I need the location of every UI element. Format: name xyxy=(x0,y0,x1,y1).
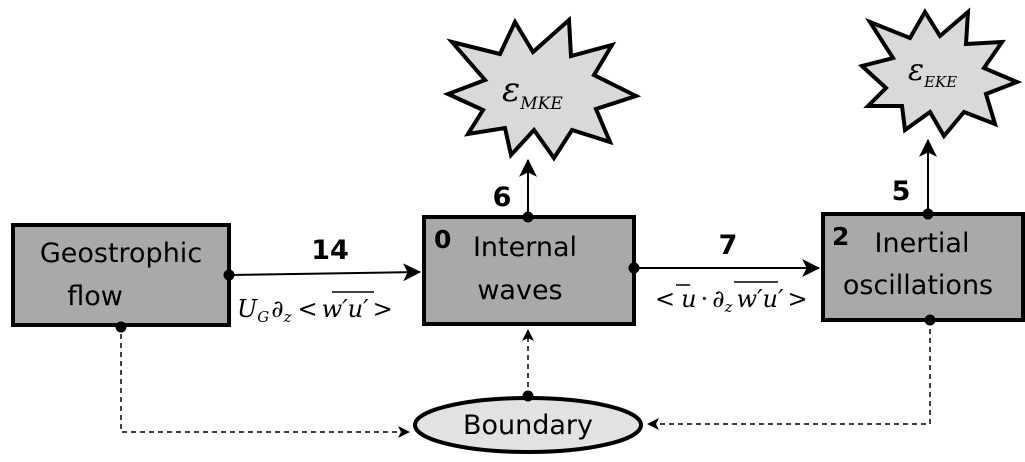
sink-mke-star: εMKE xyxy=(442,15,642,162)
node-internal-waves: 0 Internal waves xyxy=(422,215,636,326)
internal-waves-box xyxy=(422,215,636,326)
link-origin-dot xyxy=(115,321,127,333)
node-geostrophic-flow: Geostrophic flow xyxy=(11,223,231,327)
star-mke-shape xyxy=(442,15,642,162)
geostrophic-label-line2: flow xyxy=(67,281,123,312)
dashed-link-geostrophic-to-boundary xyxy=(120,325,410,438)
node-inertial-oscillations: 2 Inertial oscillations xyxy=(821,212,1025,322)
sink-eke-star: εEKE xyxy=(857,7,1023,140)
boundary-label: Boundary xyxy=(463,410,593,441)
flux-origin-dot xyxy=(223,269,235,281)
flux-origin-dot xyxy=(628,262,640,274)
internal-waves-number: 0 xyxy=(434,225,451,254)
flux-inertial-to-eke: 5 xyxy=(892,138,937,220)
internal-waves-label-line2: waves xyxy=(477,275,562,306)
flux-formula-geo: UG∂z<w′u′> xyxy=(237,295,393,326)
dissipation-value-5: 5 xyxy=(892,176,911,207)
flux-geostrophic-to-internal: 14 UG∂z<w′u′> xyxy=(223,235,422,326)
flux-internal-to-mke: 6 xyxy=(493,158,537,223)
dashed-link-inertial-to-boundary xyxy=(647,320,931,430)
epsilon-mke: εMKE xyxy=(502,70,563,114)
dissipation-value-6: 6 xyxy=(493,182,512,213)
inertial-oscillations-label-line2: oscillations xyxy=(843,270,993,301)
inertial-oscillations-number: 2 xyxy=(832,222,849,251)
star-eke-shape xyxy=(857,7,1023,140)
geostrophic-label-line1: Geostrophic xyxy=(40,238,202,269)
flux-arrow-14 xyxy=(228,263,422,282)
flux-origin-dot xyxy=(522,211,534,223)
inertial-oscillations-label-line1: Inertial xyxy=(875,228,970,259)
flux-value-14: 14 xyxy=(311,235,349,266)
link-origin-dot xyxy=(522,390,534,402)
geostrophic-box xyxy=(11,223,231,327)
epsilon-eke: εEKE xyxy=(908,53,957,91)
flux-value-7: 7 xyxy=(719,230,738,261)
node-boundary: Boundary xyxy=(413,396,643,454)
flux-origin-dot xyxy=(922,208,934,220)
boundary-links xyxy=(115,314,936,438)
internal-waves-label-line1: Internal xyxy=(473,232,577,263)
link-origin-dot xyxy=(924,314,936,326)
